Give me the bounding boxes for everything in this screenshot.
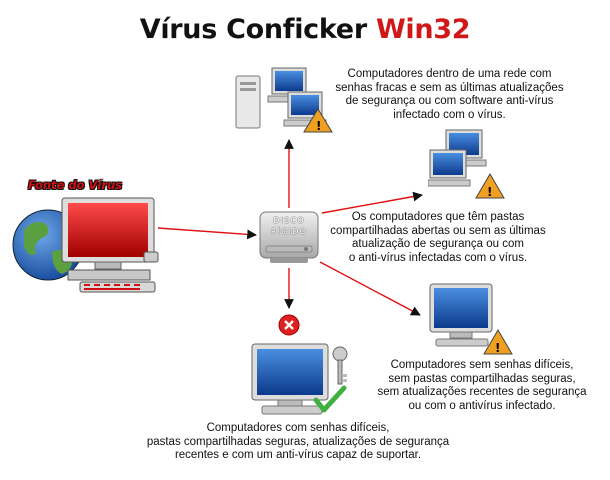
caption-secured-computers: Computadores com senhas difíceis,pastas … <box>146 422 450 461</box>
svg-text:!: ! <box>316 119 321 133</box>
arrow-disk-to-middle <box>321 191 423 214</box>
diagram-title: Vírus Conficker Win32 <box>139 14 471 45</box>
arrow-disk-to-right <box>319 261 421 316</box>
key-icon <box>332 346 348 385</box>
hard-disk-icon <box>259 211 319 263</box>
unsecured-computer-icon: ! <box>429 283 513 355</box>
hard-disk: DISCO RÍGIDO <box>258 210 320 266</box>
caption-no-strong-passwords: Computadores sem senhas difíceis,sem pas… <box>377 359 587 412</box>
network-computers-icon: ! <box>235 67 333 133</box>
blocked-icon <box>278 314 300 336</box>
shared-folders-computers-icon: ! <box>428 129 505 199</box>
virus-source-label: Fonte do Vírus <box>28 178 123 192</box>
secured-computer-icon <box>251 343 348 415</box>
title-highlight: Win32 <box>375 14 471 45</box>
arrow-source-to-disk <box>157 227 257 240</box>
disk-label-line2: RÍGIDO <box>270 227 308 236</box>
disk-label-line1: DISCO <box>273 216 305 225</box>
svg-text:!: ! <box>495 341 500 355</box>
virus-source-computer-icon <box>12 197 159 293</box>
svg-text:!: ! <box>487 185 492 199</box>
